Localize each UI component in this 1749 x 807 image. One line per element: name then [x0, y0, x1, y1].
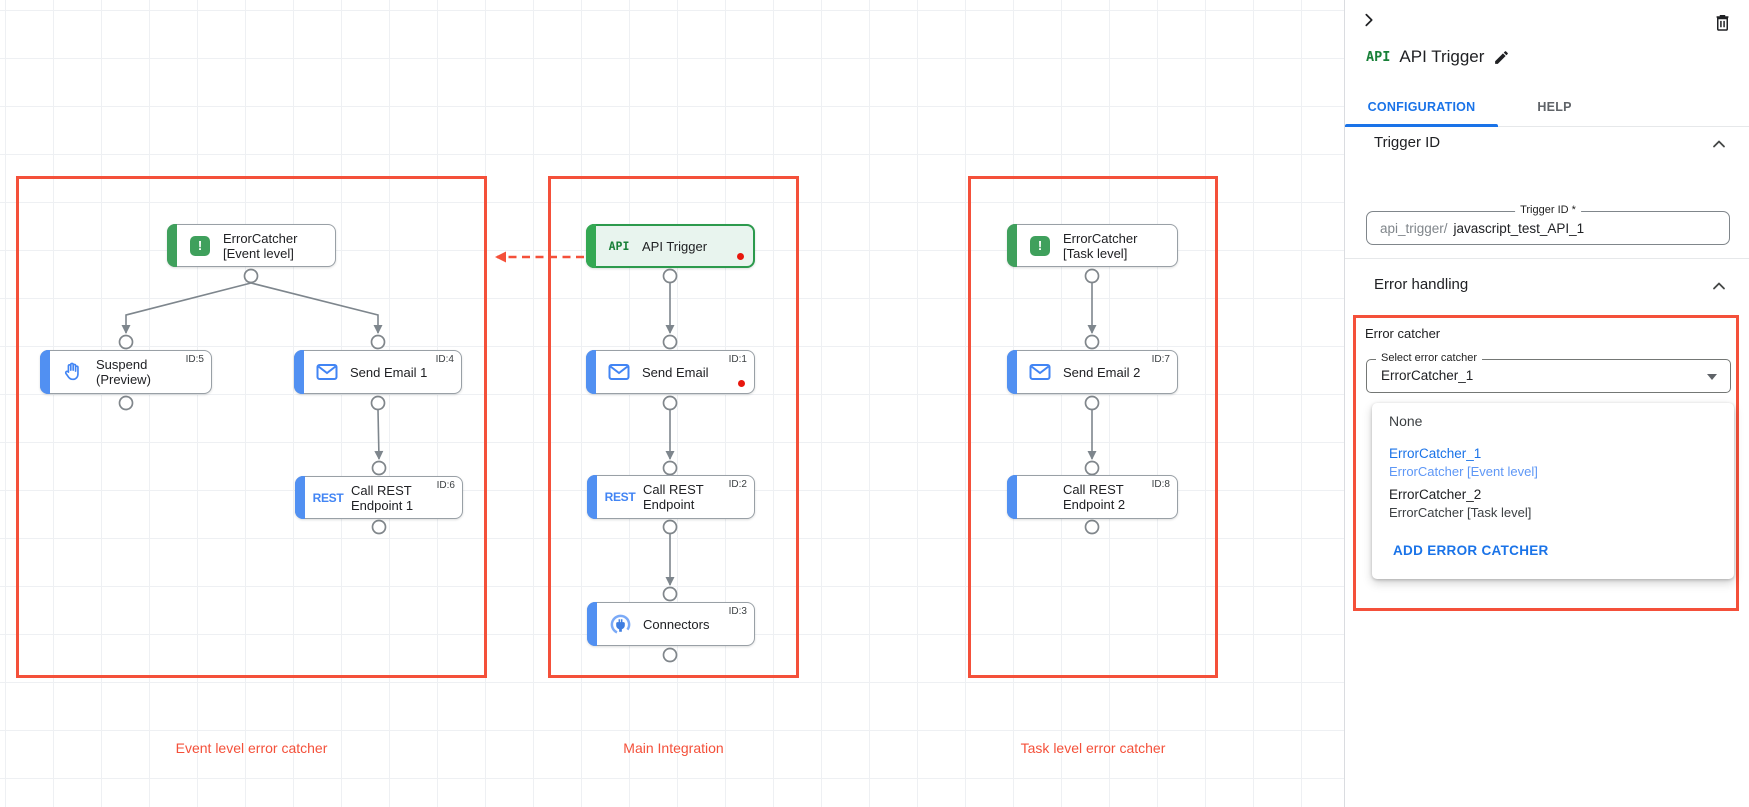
panel-tabs: CONFIGURATION HELP — [1345, 88, 1749, 127]
error-catcher-dropdown-menu: None ErrorCatcher_1 ErrorCatcher [Event … — [1372, 403, 1734, 579]
error-catcher-select-value: ErrorCatcher_1 — [1381, 368, 1474, 383]
node-id-badge: ID:7 — [1151, 354, 1170, 365]
delete-trigger-button[interactable] — [1710, 10, 1734, 34]
node-accent-bar — [1007, 475, 1017, 519]
node-call-rest-endpoint[interactable]: REST Call REST Endpoint ID:2 — [587, 475, 755, 519]
chevron-up-icon — [1713, 282, 1725, 290]
error-catcher-icon: ! — [187, 235, 213, 256]
alert-dot — [738, 380, 745, 387]
node-send-email[interactable]: Send Email ID:1 — [586, 350, 755, 394]
chevron-right-icon — [1365, 13, 1373, 27]
node-accent-bar — [167, 224, 177, 267]
region-label-task-level: Task level error catcher — [1020, 740, 1166, 756]
node-label: Send Email 2 — [1063, 364, 1141, 380]
region-label-main-integration: Main Integration — [623, 740, 724, 756]
email-icon — [1027, 363, 1053, 381]
node-label: Suspend (Preview) — [96, 357, 151, 387]
trigger-id-field-label: Trigger ID * — [1515, 204, 1581, 216]
trigger-id-field[interactable]: Trigger ID * api_trigger/ javascript_tes… — [1366, 204, 1730, 245]
collapse-trigger-id-button[interactable] — [1709, 134, 1729, 154]
node-call-rest-endpoint-1[interactable]: REST Call REST Endpoint 1 ID:6 — [295, 476, 463, 519]
chevron-up-icon — [1713, 140, 1725, 148]
rest-icon: REST — [604, 490, 636, 504]
node-call-rest-endpoint-2[interactable]: Call REST Endpoint 2 ID:8 — [1007, 475, 1178, 519]
panel-title: API Trigger — [1399, 47, 1485, 66]
error-catcher-select[interactable]: Select error catcher ErrorCatcher_1 — [1366, 352, 1731, 393]
connectors-icon — [607, 613, 633, 636]
menu-item-error-catcher-1[interactable]: ErrorCatcher_1 ErrorCatcher [Event level… — [1389, 446, 1538, 479]
collapse-panel-button[interactable] — [1357, 8, 1381, 32]
node-label: ErrorCatcher [Event level] — [223, 230, 298, 261]
node-accent-bar — [295, 476, 305, 519]
trigger-id-value: javascript_test_API_1 — [1453, 220, 1585, 236]
menu-item-name: ErrorCatcher_2 — [1389, 487, 1482, 502]
section-divider — [1345, 258, 1749, 259]
error-handling-heading: Error handling — [1374, 276, 1469, 293]
api-icon: API — [608, 239, 630, 253]
node-id-badge: ID:2 — [728, 479, 747, 490]
node-label: Call REST Endpoint 2 — [1063, 482, 1126, 512]
node-accent-bar — [586, 350, 596, 394]
workflow-canvas[interactable]: Event level error catcher Main Integrati… — [0, 0, 1344, 807]
api-trigger-type-icon: API — [1366, 49, 1391, 65]
rest-icon: REST — [312, 490, 344, 505]
node-label: API Trigger — [642, 238, 708, 254]
node-label: ErrorCatcher [Task level] — [1063, 230, 1138, 261]
config-panel: API API Trigger CONFIGURATION HELP Trigg… — [1344, 0, 1749, 807]
node-accent-bar — [586, 224, 596, 268]
node-send-email-1[interactable]: Send Email 1 ID:4 — [294, 350, 462, 394]
node-label: Call REST Endpoint — [643, 482, 704, 512]
menu-item-desc: ErrorCatcher [Event level] — [1389, 464, 1538, 479]
email-icon — [606, 363, 632, 381]
node-id-badge: ID:5 — [185, 354, 204, 365]
dropdown-arrow-icon — [1707, 374, 1717, 380]
node-error-catcher-event[interactable]: ! ErrorCatcher [Event level] — [167, 224, 336, 267]
trash-icon — [1716, 14, 1728, 31]
tab-configuration[interactable]: CONFIGURATION — [1367, 100, 1476, 114]
error-catcher-select-label: Select error catcher — [1376, 352, 1482, 364]
node-accent-bar — [40, 350, 50, 394]
node-id-badge: ID:4 — [435, 354, 454, 365]
error-catcher-group-label: Error catcher — [1365, 326, 1441, 341]
collapse-error-handling-button[interactable] — [1709, 276, 1729, 296]
node-accent-bar — [587, 602, 597, 646]
node-id-badge: ID:3 — [728, 606, 747, 617]
node-id-badge: ID:8 — [1151, 479, 1170, 490]
event-level-region-frame — [16, 176, 487, 678]
node-accent-bar — [1007, 350, 1017, 394]
menu-item-none[interactable]: None — [1389, 413, 1423, 429]
menu-item-desc: ErrorCatcher [Task level] — [1389, 505, 1532, 520]
suspend-hand-icon — [60, 361, 86, 383]
node-label: Connectors — [643, 616, 710, 632]
node-accent-bar — [587, 475, 597, 519]
active-tab-underline — [1345, 124, 1498, 127]
task-level-region-frame — [968, 176, 1218, 678]
add-error-catcher-button[interactable]: ADD ERROR CATCHER — [1393, 543, 1549, 558]
node-accent-bar — [1007, 224, 1017, 267]
node-id-badge: ID:1 — [728, 354, 747, 365]
node-accent-bar — [294, 350, 304, 394]
node-suspend[interactable]: Suspend (Preview) ID:5 — [40, 350, 212, 394]
node-api-trigger[interactable]: API API Trigger — [586, 224, 755, 268]
error-catcher-icon: ! — [1027, 235, 1053, 256]
node-connectors[interactable]: Connectors ID:3 — [587, 602, 755, 646]
email-icon — [314, 363, 340, 381]
node-label: Call REST Endpoint 1 — [351, 482, 414, 513]
region-label-event-level: Event level error catcher — [175, 740, 328, 756]
node-send-email-2[interactable]: Send Email 2 ID:7 — [1007, 350, 1178, 394]
node-id-badge: ID:6 — [436, 480, 455, 491]
edit-title-button[interactable] — [1493, 49, 1510, 66]
trigger-id-prefix: api_trigger/ — [1380, 220, 1448, 236]
menu-item-name: ErrorCatcher_1 — [1389, 446, 1482, 461]
main-integration-region-frame — [548, 176, 799, 678]
tab-help[interactable]: HELP — [1537, 100, 1572, 114]
trigger-id-heading: Trigger ID — [1374, 134, 1441, 151]
node-error-catcher-task[interactable]: ! ErrorCatcher [Task level] — [1007, 224, 1178, 267]
pencil-icon — [1495, 50, 1509, 64]
error-catcher-highlight-frame: Error catcher Select error catcher Error… — [1353, 315, 1739, 611]
node-label: Send Email — [642, 364, 709, 380]
menu-item-error-catcher-2[interactable]: ErrorCatcher_2 ErrorCatcher [Task level] — [1389, 487, 1531, 520]
alert-dot — [737, 253, 744, 260]
node-label: Send Email 1 — [350, 364, 428, 380]
